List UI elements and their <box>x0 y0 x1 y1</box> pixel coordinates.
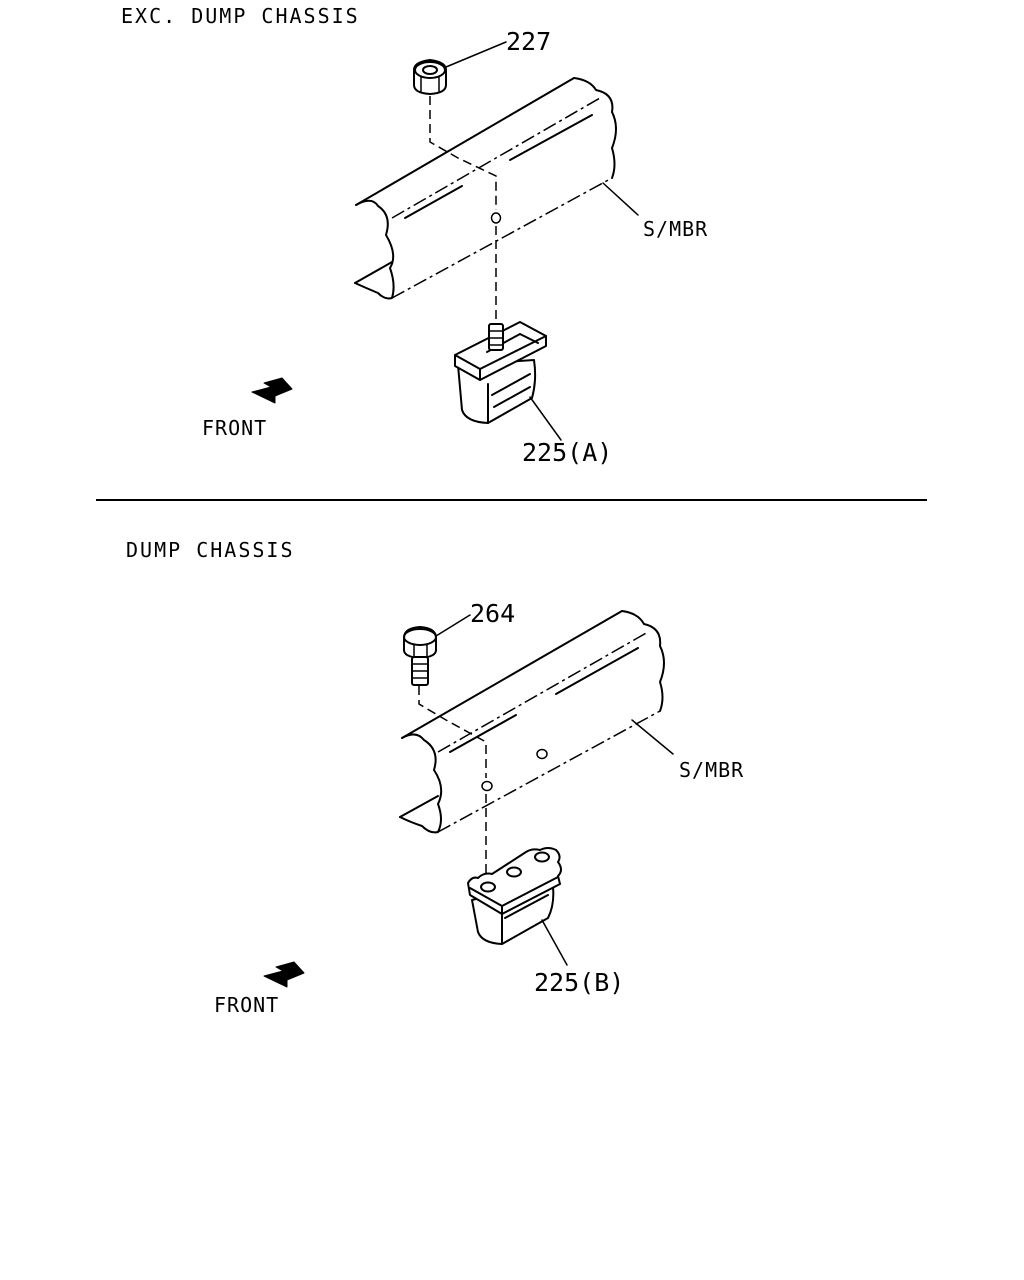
leader-smbr-bottom <box>631 719 674 755</box>
label-smbr-top: S/MBR <box>643 217 708 241</box>
leader-smbr-top <box>602 182 639 216</box>
front-arrow-icon <box>251 377 293 404</box>
stopper-a-icon <box>454 321 547 424</box>
side-member-top <box>354 77 617 300</box>
leader-227 <box>445 41 507 68</box>
assembly-line-nut <box>429 96 497 210</box>
heading-exc-dump-chassis: EXC. DUMP CHASSIS <box>121 4 360 28</box>
callout-264: 264 <box>470 599 515 628</box>
label-smbr-bottom: S/MBR <box>679 758 744 782</box>
heading-dump-chassis: DUMP CHASSIS <box>126 538 295 562</box>
label-front-bottom: FRONT <box>214 993 279 1017</box>
side-member-bottom <box>399 610 665 834</box>
callout-225a: 225(A) <box>522 438 612 467</box>
stopper-b-icon <box>467 847 562 945</box>
callout-225b: 225(B) <box>534 968 624 997</box>
front-arrow-icon-bottom <box>263 961 305 988</box>
leader-225a <box>529 396 562 441</box>
label-front-top: FRONT <box>202 416 267 440</box>
bolt-icon <box>403 626 437 686</box>
leader-225b <box>541 919 568 966</box>
nut-icon <box>413 59 447 95</box>
callout-227: 227 <box>506 27 551 56</box>
leader-264 <box>435 614 471 637</box>
assembly-line-bolt <box>418 686 487 778</box>
